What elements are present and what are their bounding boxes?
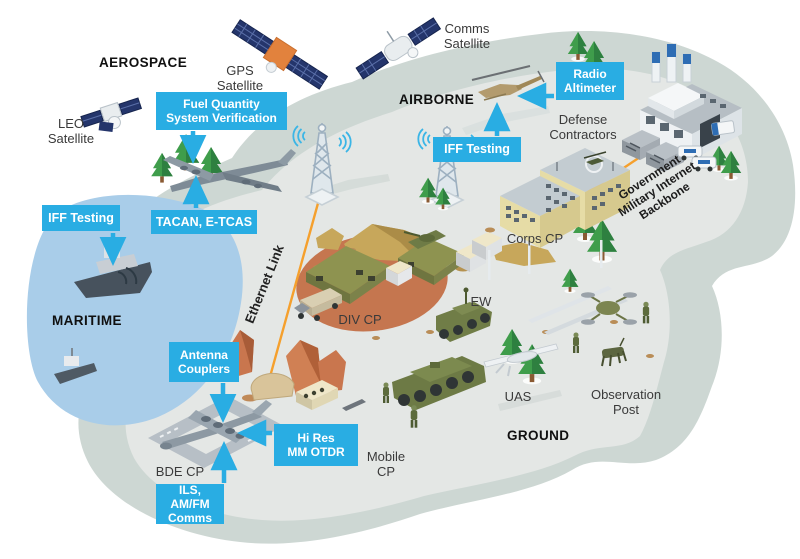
callout-tacan-etcas: TACAN, E-TCAS <box>151 210 257 234</box>
defense-contractors-factory <box>640 43 742 160</box>
div-cp-truck <box>294 288 342 321</box>
label-defense-contractors: Defense Contractors <box>549 112 617 142</box>
callout-ils-amfm-comms: ILS, AM/FM Comms <box>156 483 224 525</box>
antenna-coupler-equipment <box>250 372 366 411</box>
comms-satellite-icon <box>355 17 442 80</box>
label-ew: EW <box>470 294 492 309</box>
label-observation-post: Observation Post <box>590 387 662 417</box>
callout-antenna-couplers: Antenna Couplers <box>169 342 239 382</box>
patrol-boat-icon <box>54 348 97 384</box>
callout-iff-testing-airborne: IFF Testing <box>433 137 521 162</box>
support-vans <box>677 145 717 172</box>
apc-mobile-cp <box>392 356 486 410</box>
region-header-maritime: MARITIME <box>52 313 122 328</box>
label-mobile-cp: Mobile CP <box>366 449 406 479</box>
callout-fuel-quantity: Fuel Quantity System Verification <box>156 92 287 130</box>
region-header-ground: GROUND <box>507 428 570 443</box>
region-header-aerospace: AEROSPACE <box>99 55 188 70</box>
label-uas: UAS <box>504 389 532 404</box>
robot-dog <box>601 337 627 367</box>
corps-cp-building <box>500 148 630 248</box>
region-header-airborne: AIRBORNE <box>399 92 475 107</box>
gps-satellite-icon <box>231 19 329 90</box>
div-cp-tank <box>403 230 446 249</box>
callout-hi-res-mm-otdr: Hi Res MM OTDR <box>274 424 358 466</box>
label-corps-cp: Corps CP <box>506 231 564 246</box>
quadcopter-drone <box>581 292 637 325</box>
label-bde-cp: BDE CP <box>155 464 205 479</box>
ethernet-link-line <box>266 195 322 385</box>
label-comms-satellite: Comms Satellite <box>443 21 491 51</box>
leo-satellite-icon <box>80 97 143 133</box>
label-div-cp: DIV CP <box>338 312 382 327</box>
orange-rocks <box>226 330 346 402</box>
ew-vehicle <box>436 287 492 342</box>
label-leo-satellite: LEO Satellite <box>47 116 95 146</box>
div-cp-containers <box>386 232 502 286</box>
callout-radio-altimeter: Radio Altimeter <box>556 62 624 100</box>
callout-arrows <box>99 82 554 483</box>
callout-iff-testing-maritime: IFF Testing <box>42 205 120 231</box>
uas-drone <box>483 343 559 377</box>
label-gps-satellite: GPS Satellite <box>216 63 264 93</box>
